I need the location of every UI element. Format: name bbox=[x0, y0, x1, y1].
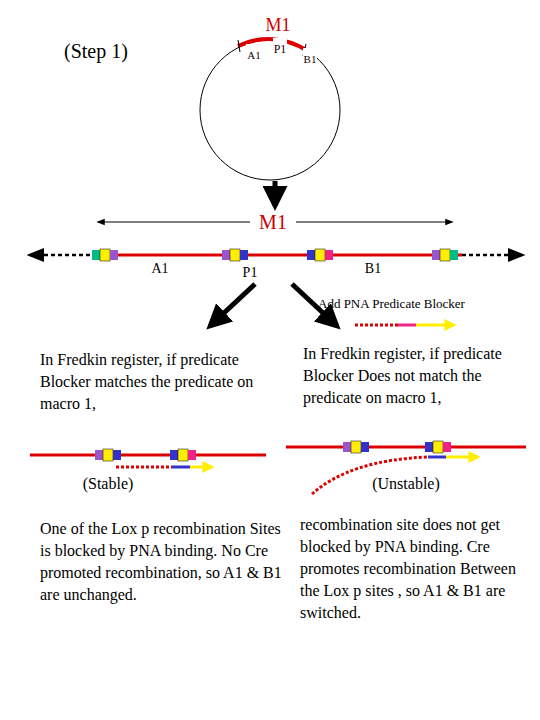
outcome-text: recombination site does not get blocked … bbox=[300, 514, 525, 624]
outcome-text: One of the Lox p recombination Sites is … bbox=[40, 518, 290, 606]
note-text: Add PNA Predicate Blocker bbox=[318, 295, 465, 313]
site-label: P1 bbox=[273, 38, 288, 60]
site-label: A1 bbox=[246, 44, 261, 66]
plasmid-circle bbox=[200, 40, 340, 180]
lox-site bbox=[307, 249, 333, 261]
lox-site bbox=[432, 249, 458, 261]
dna-strand bbox=[30, 254, 90, 257]
macro-label: M1 bbox=[259, 210, 287, 234]
dna-strand bbox=[462, 254, 522, 257]
site-label: A1 bbox=[151, 258, 168, 280]
state-label: (Stable) bbox=[83, 473, 134, 495]
step-title: (Step 1) bbox=[64, 40, 128, 62]
pna-blocker bbox=[355, 325, 454, 326]
lox-site bbox=[222, 249, 248, 261]
dna-strand bbox=[92, 254, 462, 257]
down-arrow bbox=[273, 181, 278, 206]
condition-text: In Fredkin register, if predicate Blocke… bbox=[40, 349, 272, 415]
site-label: B1 bbox=[365, 258, 381, 280]
site-label: P1 bbox=[243, 262, 258, 284]
lox-site bbox=[92, 249, 118, 261]
macro-label: M1 bbox=[264, 14, 291, 36]
condition-text: In Fredkin register, if predicate Blocke… bbox=[303, 343, 535, 409]
state-label: (Unstable) bbox=[372, 473, 440, 495]
site-label: B1 bbox=[303, 48, 318, 70]
